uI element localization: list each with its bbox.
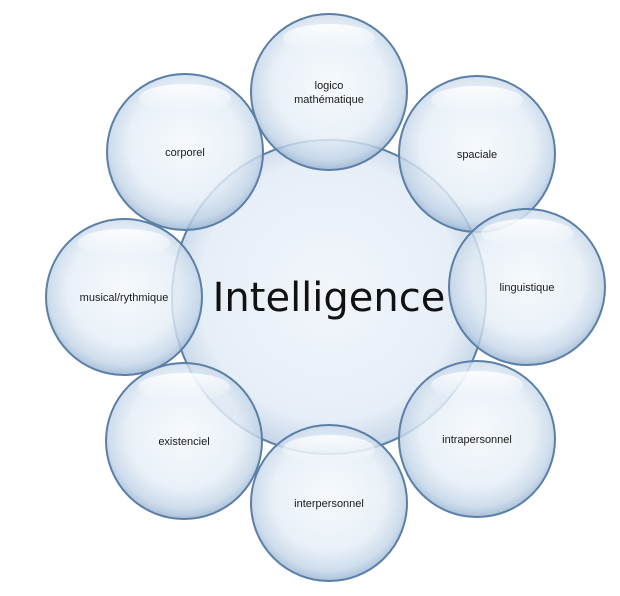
- petal-highlight: [431, 371, 523, 399]
- petal-circle: [448, 208, 606, 366]
- petal-interpersonnel: interpersonnel: [250, 424, 408, 582]
- petal-circle: [45, 218, 203, 376]
- petal-circle: [106, 73, 264, 231]
- petal-highlight: [138, 373, 230, 401]
- center-bubble: Intelligence: [171, 139, 487, 455]
- petal-highlight: [283, 435, 375, 463]
- petal-highlight: [481, 219, 573, 247]
- petal-highlight: [139, 84, 231, 112]
- petal-highlight: [78, 229, 170, 257]
- petal-spaciale: spaciale: [398, 75, 556, 233]
- petal-corporel: corporel: [106, 73, 264, 231]
- petal-label: corporel: [165, 147, 205, 159]
- petal-circle: [105, 362, 263, 520]
- petal-label: spaciale: [457, 149, 497, 161]
- petal-logico: logico mathématique: [250, 13, 408, 171]
- petal-intrapersonnel: intrapersonnel: [398, 360, 556, 518]
- petal-label-line2: mathématique: [294, 94, 364, 106]
- petal-circle: [398, 360, 556, 518]
- petal-label: musical/rythmique: [80, 292, 169, 304]
- petal-linguistique: linguistique: [448, 208, 606, 366]
- petal-highlight: [283, 24, 375, 52]
- petal-musical: musical/rythmique: [45, 218, 203, 376]
- petal-label: intrapersonnel: [442, 434, 512, 446]
- petal-label: existenciel: [158, 436, 209, 448]
- petal-existenciel: existenciel: [105, 362, 263, 520]
- petal-group: logico mathématique spaciale linguistiqu…: [45, 13, 606, 582]
- petal-circle: [250, 13, 408, 171]
- petal-circle: [250, 424, 408, 582]
- petal-highlight: [431, 86, 523, 114]
- petal-label: interpersonnel: [294, 498, 364, 510]
- petal-label: linguistique: [499, 282, 554, 294]
- petal-label-line1: logico: [315, 80, 344, 92]
- center-label: Intelligence: [213, 275, 446, 321]
